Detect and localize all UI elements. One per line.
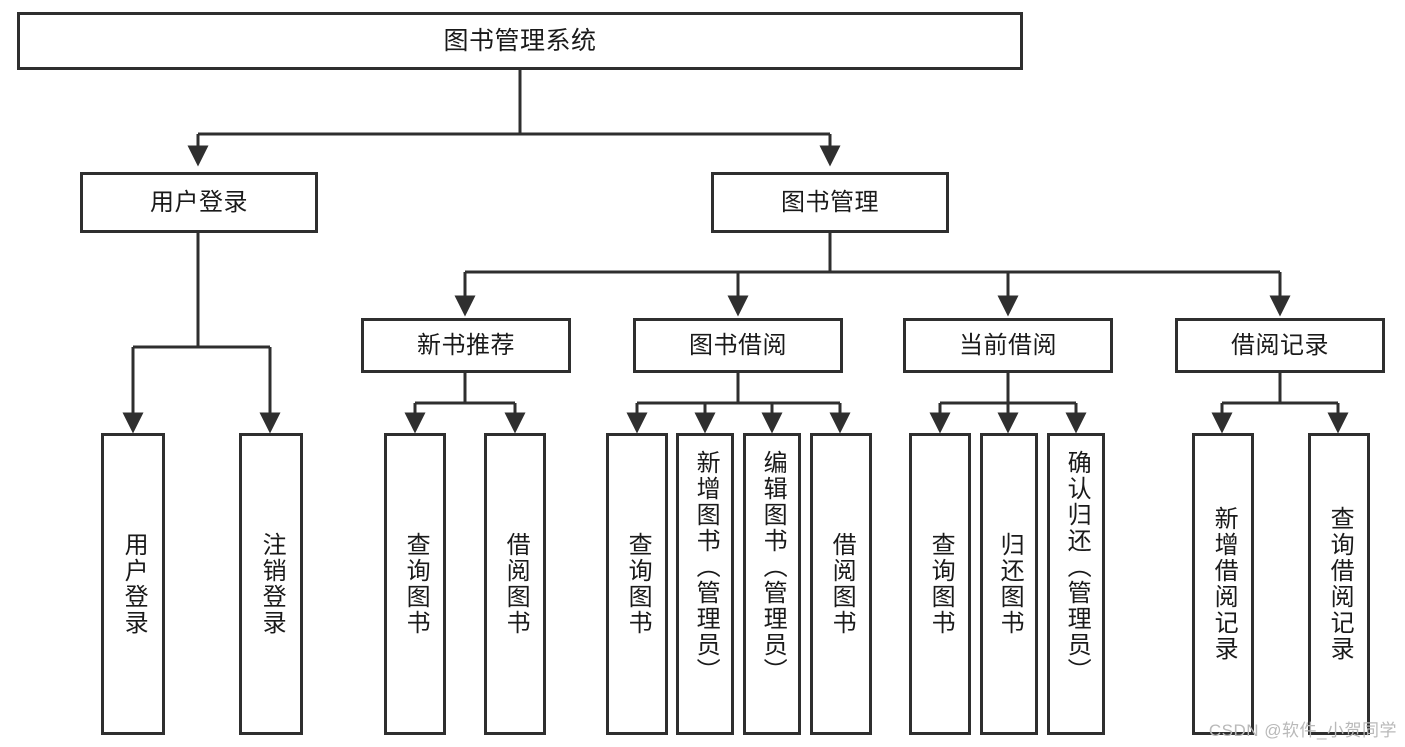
node-leaf-confirm-return[interactable]: 确认归还（管理员） <box>1047 433 1105 735</box>
node-leaf-query-record[interactable]: 查询借阅记录 <box>1308 433 1370 735</box>
node-borrow-record-label: 借阅记录 <box>1231 331 1329 359</box>
node-current-borrow[interactable]: 当前借阅 <box>903 318 1113 373</box>
node-leaf-return-book-label: 归还图书 <box>996 532 1024 636</box>
node-leaf-borrow-book-2[interactable]: 借阅图书 <box>810 433 872 735</box>
node-leaf-user-logout[interactable]: 注销登录 <box>239 433 303 735</box>
watermark-text: CSDN @软件_小贺同学 <box>1208 721 1397 740</box>
node-user-login-label: 用户登录 <box>150 188 248 216</box>
node-leaf-confirm-return-label: 确认归还（管理员） <box>1063 450 1091 684</box>
node-user-login[interactable]: 用户登录 <box>80 172 318 233</box>
node-book-borrow[interactable]: 图书借阅 <box>633 318 843 373</box>
node-leaf-add-record-label: 新增借阅记录 <box>1210 506 1238 662</box>
node-leaf-add-book-label: 新增图书（管理员） <box>692 450 720 684</box>
node-root[interactable]: 图书管理系统 <box>17 12 1023 70</box>
node-leaf-borrow-book-1[interactable]: 借阅图书 <box>484 433 546 735</box>
node-leaf-return-book[interactable]: 归还图书 <box>980 433 1038 735</box>
node-book-borrow-label: 图书借阅 <box>689 331 787 359</box>
node-new-book-recommend[interactable]: 新书推荐 <box>361 318 571 373</box>
node-leaf-edit-book-label: 编辑图书（管理员） <box>759 450 787 684</box>
node-leaf-borrow-book-2-label: 借阅图书 <box>828 532 856 636</box>
node-leaf-query-book-2[interactable]: 查询图书 <box>606 433 668 735</box>
node-borrow-record[interactable]: 借阅记录 <box>1175 318 1385 373</box>
node-leaf-add-record[interactable]: 新增借阅记录 <box>1192 433 1254 735</box>
node-leaf-user-login[interactable]: 用户登录 <box>101 433 165 735</box>
node-leaf-user-logout-label: 注销登录 <box>258 532 286 636</box>
node-leaf-query-book-1-label: 查询图书 <box>402 532 430 636</box>
node-leaf-query-book-1[interactable]: 查询图书 <box>384 433 446 735</box>
node-leaf-add-book[interactable]: 新增图书（管理员） <box>676 433 734 735</box>
node-leaf-query-book-3[interactable]: 查询图书 <box>909 433 971 735</box>
node-leaf-query-book-2-label: 查询图书 <box>624 532 652 636</box>
node-leaf-borrow-book-1-label: 借阅图书 <box>502 532 530 636</box>
node-leaf-query-record-label: 查询借阅记录 <box>1326 506 1354 662</box>
node-current-borrow-label: 当前借阅 <box>959 331 1057 359</box>
node-leaf-edit-book[interactable]: 编辑图书（管理员） <box>743 433 801 735</box>
node-book-management[interactable]: 图书管理 <box>711 172 949 233</box>
node-new-book-recommend-label: 新书推荐 <box>417 331 515 359</box>
node-leaf-query-book-3-label: 查询图书 <box>927 532 955 636</box>
node-leaf-user-login-label: 用户登录 <box>120 532 148 636</box>
node-root-label: 图书管理系统 <box>443 26 597 55</box>
node-book-management-label: 图书管理 <box>781 188 879 216</box>
